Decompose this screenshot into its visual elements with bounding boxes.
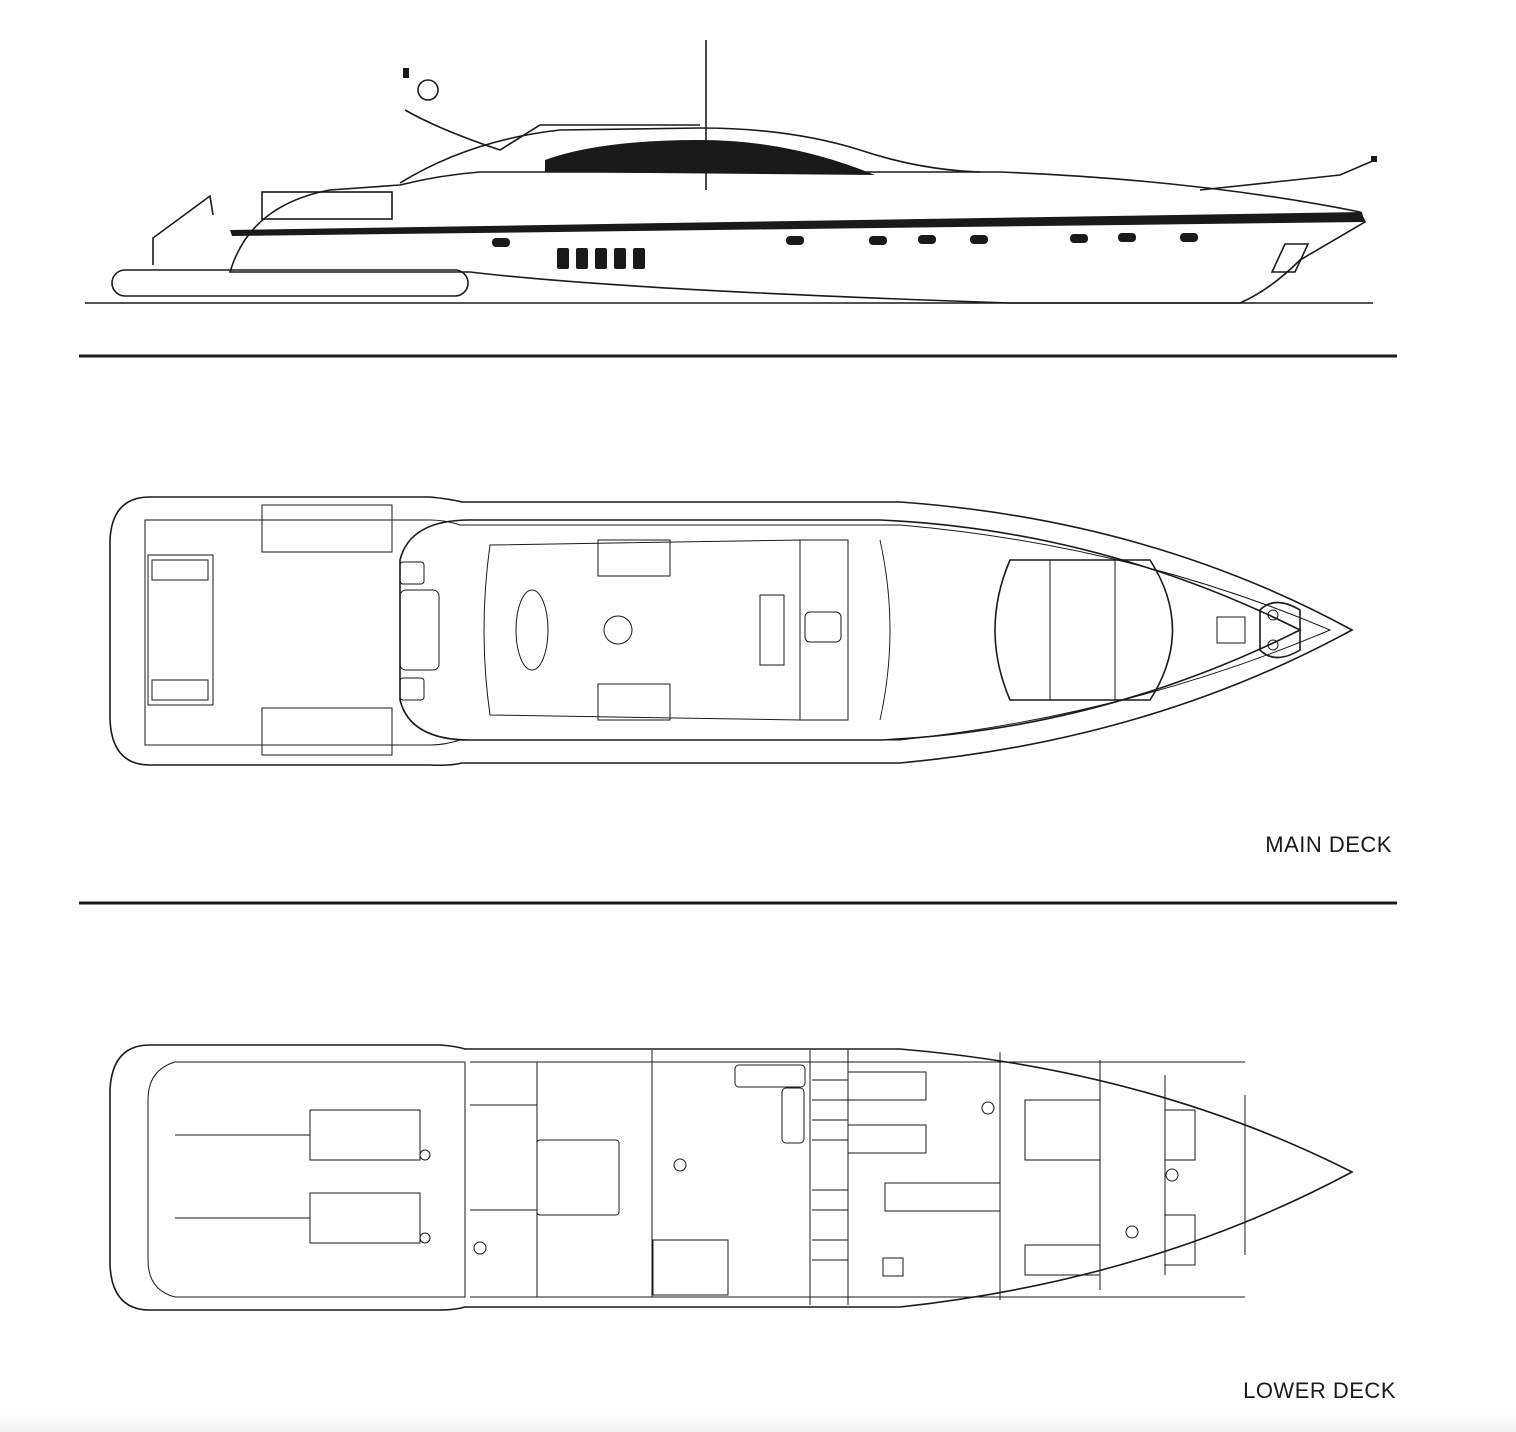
toilet bbox=[473, 1241, 487, 1255]
aft-locker-port bbox=[261, 504, 393, 553]
companionway bbox=[799, 539, 849, 721]
stern-rail bbox=[152, 194, 214, 265]
windlass bbox=[1259, 601, 1301, 659]
sofa bbox=[781, 1087, 805, 1144]
bed bbox=[1164, 1214, 1196, 1266]
bunk bbox=[847, 1124, 927, 1154]
lower-deck-label: LOWER DECK bbox=[1243, 1378, 1396, 1403]
bollard bbox=[399, 677, 425, 701]
superstructure bbox=[399, 127, 981, 184]
bed bbox=[1024, 1099, 1101, 1161]
profile-view bbox=[85, 40, 1377, 304]
stern-door bbox=[261, 191, 393, 220]
aft-locker-stbd bbox=[261, 707, 393, 756]
antenna bbox=[403, 68, 409, 78]
aft-deck-area bbox=[147, 554, 214, 706]
deck-edge bbox=[144, 519, 1332, 746]
double-bed bbox=[536, 1139, 620, 1216]
engine-port bbox=[175, 1109, 431, 1161]
lower-deck-plan bbox=[109, 1044, 1354, 1311]
tender bbox=[111, 269, 469, 297]
toilet bbox=[981, 1101, 995, 1115]
stairs bbox=[812, 1079, 848, 1141]
bed bbox=[1164, 1109, 1196, 1161]
sunpad-port bbox=[597, 539, 671, 577]
cockpit bbox=[483, 539, 801, 721]
sunpad-stbd bbox=[597, 683, 671, 721]
engine-stbd bbox=[175, 1192, 431, 1244]
table bbox=[515, 589, 549, 671]
sheer-stripe bbox=[230, 212, 1364, 236]
page-bottom-edge bbox=[0, 1414, 1516, 1432]
radome bbox=[417, 79, 439, 101]
main-deck-label: MAIN DECK bbox=[1265, 832, 1392, 857]
toilet bbox=[673, 1158, 687, 1172]
bunk bbox=[884, 1182, 1001, 1212]
hatch bbox=[399, 589, 440, 671]
toilet bbox=[1165, 1168, 1179, 1182]
portholes bbox=[492, 233, 1198, 269]
radar-arch bbox=[404, 109, 700, 151]
helm-seat bbox=[603, 615, 633, 645]
foredeck-sunpad bbox=[994, 559, 1174, 701]
bunk bbox=[847, 1071, 927, 1101]
windscreen bbox=[879, 539, 891, 721]
main-deck-hull bbox=[109, 496, 1354, 767]
hull-profile bbox=[228, 171, 1367, 304]
anchor-locker bbox=[1216, 616, 1246, 644]
winch bbox=[1267, 609, 1279, 621]
bed bbox=[1024, 1244, 1101, 1276]
console bbox=[759, 594, 785, 666]
lower-deck-hull bbox=[109, 1044, 1354, 1311]
stairs bbox=[812, 1189, 848, 1261]
bow-light bbox=[1371, 156, 1377, 162]
winch bbox=[1267, 639, 1279, 651]
engine-room bbox=[147, 1061, 466, 1298]
bed bbox=[652, 1239, 729, 1296]
coaming bbox=[399, 519, 1302, 741]
helm bbox=[804, 611, 842, 643]
anchor-pocket bbox=[1270, 243, 1310, 273]
bollard bbox=[399, 561, 425, 585]
stern-vents bbox=[151, 559, 209, 701]
toilet bbox=[1125, 1225, 1139, 1239]
main-deck-plan bbox=[109, 496, 1354, 767]
table bbox=[882, 1257, 904, 1277]
bow-rail bbox=[1199, 159, 1376, 191]
sofa bbox=[734, 1064, 806, 1088]
windows-dark bbox=[545, 140, 875, 175]
